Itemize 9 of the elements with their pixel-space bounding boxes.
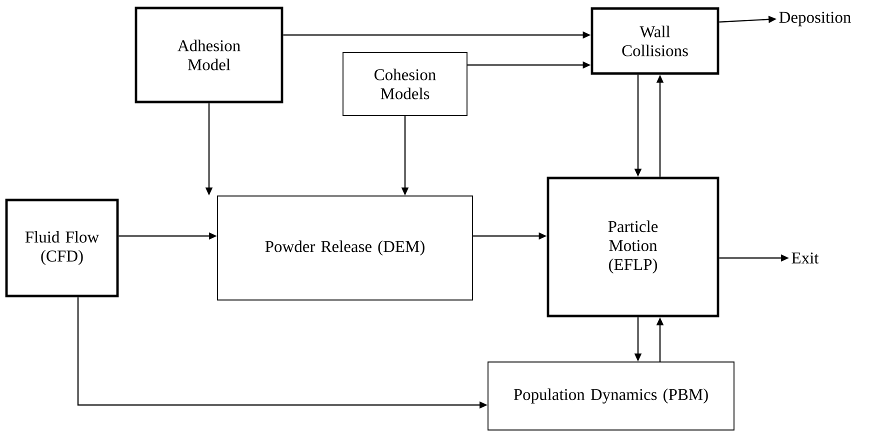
- process-box: Population Dynamics (PBM): [488, 362, 734, 430]
- process-box: Adhesion Model: [134, 6, 284, 104]
- process-box: Cohesion Models: [342, 52, 468, 116]
- process-box: Fluid Flow (CFD): [5, 198, 119, 298]
- output-label: Exit: [792, 252, 819, 264]
- process-box: Particle Motion (EFLP): [546, 176, 720, 318]
- process-box: Wall Collisions: [590, 7, 720, 75]
- process-box: Powder Release (DEM): [217, 196, 473, 300]
- output-label: Deposition: [779, 12, 851, 26]
